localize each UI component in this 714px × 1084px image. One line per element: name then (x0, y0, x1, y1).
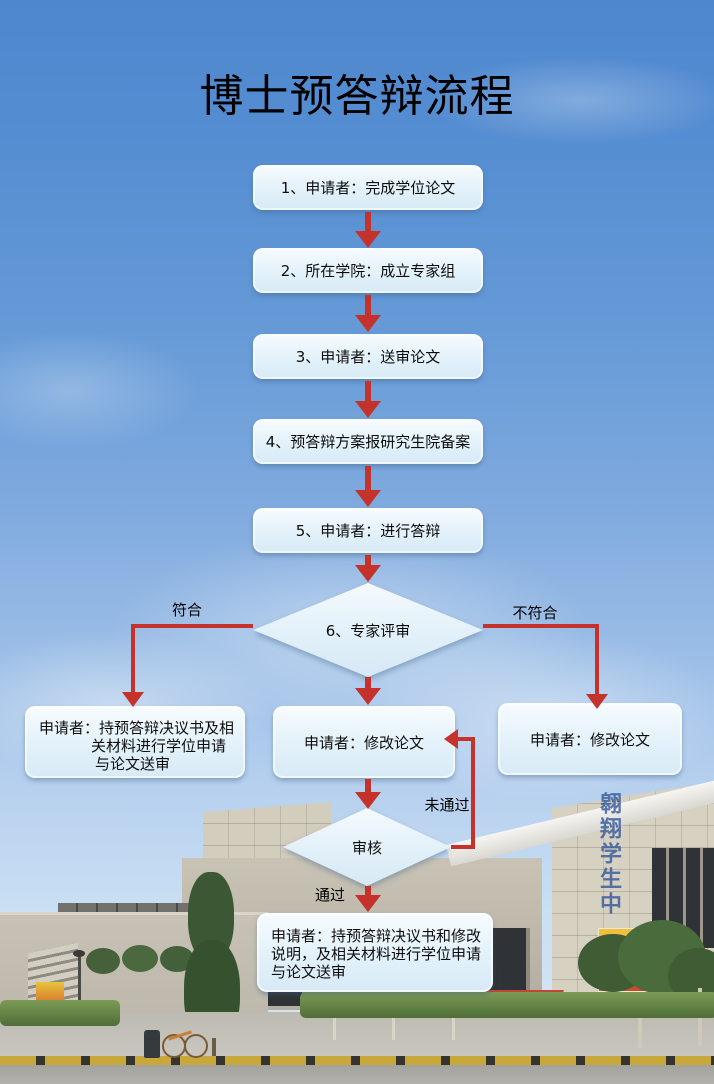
audit-fail-label: 未通过 (424, 796, 470, 814)
arrowhead-left (444, 729, 458, 749)
connector-line (483, 624, 599, 628)
connector-line (471, 737, 475, 849)
arrow-down (355, 779, 381, 809)
cloud (430, 55, 714, 145)
arrow-down (355, 677, 381, 705)
flow-step-2: 2、所在学院：成立专家组 (253, 248, 483, 293)
trash-bin (144, 1030, 160, 1058)
approval-materials-box: 申请者：持预答辩决议书及相 关材料进行学位申请 与论文送审 (25, 706, 245, 778)
curb-line (0, 1056, 714, 1065)
arrow-down (355, 212, 381, 248)
branch-label-pass: 符合 (171, 601, 202, 619)
arrow-down (355, 295, 381, 332)
road (0, 1065, 714, 1084)
flow-step-5: 5、申请者：进行答辩 (253, 508, 483, 553)
arrow-down (355, 466, 381, 507)
lamp-post (78, 956, 81, 1008)
revise-thesis-box-right: 申请者：修改论文 (498, 703, 682, 775)
flow-step-4: 4、预答辩方案报研究生院备案 (253, 419, 483, 464)
arrowhead-down (122, 692, 144, 707)
plaza-bush (122, 945, 158, 972)
final-submission-box: 申请者：持预答辩决议书和修改 说明，及相关材料进行学位申请 与论文送审 (257, 913, 493, 992)
cloud (0, 330, 200, 450)
connector-line (595, 624, 599, 696)
connector-line (458, 737, 475, 741)
building-sign-text: 翱翔学生中 (596, 792, 621, 917)
connector-line (451, 845, 475, 849)
revise-thesis-box-center: 申请者：修改论文 (273, 706, 455, 778)
arrowhead-down (586, 694, 608, 709)
tree-trunk (212, 1038, 216, 1064)
hedge (0, 1000, 120, 1026)
audit-pass-label: 通过 (314, 886, 345, 904)
tree-trunk (638, 992, 642, 1048)
page-title: 博士预答辩流程 (199, 71, 515, 122)
arrow-down (355, 555, 381, 582)
flow-step-1: 1、申请者：完成学位论文 (253, 165, 483, 210)
arrow-down (355, 381, 381, 418)
hedge (300, 992, 714, 1018)
arrow-down (355, 886, 381, 912)
lamp-head (73, 950, 85, 957)
branch-label-fail: 不符合 (512, 604, 558, 622)
flow-step-3: 3、申请者：送审论文 (253, 334, 483, 379)
plaza-bush (86, 948, 120, 974)
connector-line (131, 624, 253, 628)
decision-audit: 审核 (283, 808, 451, 886)
connector-line (131, 624, 135, 694)
decision-expert-review: 6、专家评审 (253, 583, 483, 677)
bicycle-wheel (184, 1034, 208, 1058)
